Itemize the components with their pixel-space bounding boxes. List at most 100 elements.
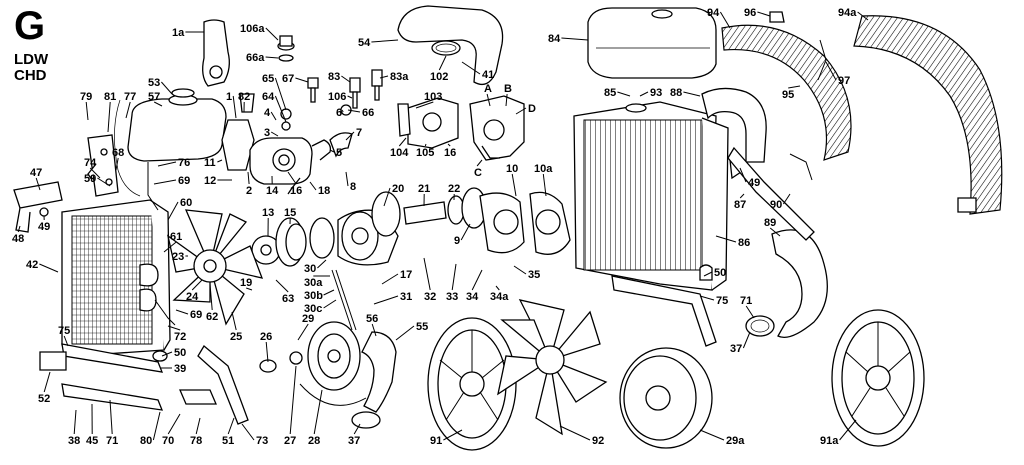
leader-74	[89, 167, 101, 179]
leader-4	[270, 111, 277, 121]
leader-79	[85, 101, 89, 121]
callout-32: 32	[424, 291, 436, 303]
leader-57	[153, 101, 163, 107]
leader-31	[373, 295, 399, 305]
callout-94a: 94a	[838, 7, 857, 19]
leader-83a	[379, 75, 389, 79]
callout-71b: 71	[106, 435, 118, 447]
callout-11: 11	[204, 157, 216, 169]
callout-37b: 37	[348, 435, 360, 447]
leader-77	[125, 101, 131, 119]
leader-63	[275, 279, 289, 293]
leader-A	[486, 93, 491, 107]
callout-66: 66	[362, 107, 374, 119]
callout-10: 10	[506, 163, 518, 175]
leader-D	[515, 107, 527, 115]
leader-60	[167, 201, 179, 221]
callout-37a: 37	[730, 343, 742, 355]
callout-69a: 69	[178, 175, 190, 187]
callout-86: 86	[738, 237, 750, 249]
leader-8	[345, 171, 349, 187]
leader-94	[719, 11, 731, 29]
leader-51	[227, 417, 235, 435]
leader-49b	[739, 167, 747, 183]
leader-30b	[323, 289, 335, 296]
callout-22: 22	[448, 183, 460, 195]
leader-66a	[265, 56, 279, 59]
callout-59: 59	[84, 173, 96, 185]
callout-1: 1	[226, 91, 232, 103]
callout-18: 18	[318, 185, 330, 197]
callout-68: 68	[112, 147, 124, 159]
callout-84: 84	[548, 33, 561, 45]
callout-42: 42	[26, 259, 38, 271]
callout-91: 91	[430, 435, 442, 447]
leader-47	[35, 177, 41, 191]
callout-85: 85	[604, 87, 616, 99]
callout-49a: 49	[38, 221, 50, 233]
leader-C	[476, 159, 483, 167]
leader-19	[246, 287, 253, 291]
callout-94: 94	[707, 7, 720, 19]
leader-3	[270, 131, 279, 137]
leader-68	[115, 157, 119, 171]
leader-106a	[265, 27, 279, 41]
model-label-2: CHD	[14, 67, 47, 84]
fan-92	[497, 299, 608, 436]
callout-64: 64	[262, 91, 275, 103]
expansion-tank	[114, 88, 227, 211]
leader-26	[265, 341, 269, 363]
callout-30b: 30b	[304, 290, 323, 302]
leader-64	[274, 95, 287, 123]
leader-97	[825, 61, 837, 81]
callout-50a: 50	[714, 267, 726, 279]
callout-30: 30	[304, 263, 316, 275]
leader-33	[451, 263, 457, 291]
callout-8: 8	[350, 181, 356, 193]
leader-52	[43, 371, 51, 393]
callout-87: 87	[734, 199, 746, 211]
fan-91a	[831, 309, 925, 447]
callout-29a: 29a	[726, 435, 745, 447]
callout-89: 89	[764, 217, 776, 229]
leader-73	[241, 423, 255, 441]
leader-91	[443, 429, 463, 441]
fan-shrouds	[721, 11, 1003, 215]
callout-34: 34	[466, 291, 479, 303]
callout-54: 54	[358, 37, 371, 49]
right-bracket	[611, 264, 775, 347]
callout-39: 39	[174, 363, 186, 375]
leader-94a	[857, 11, 869, 21]
callout-2: 2	[246, 185, 252, 197]
callout-27: 27	[284, 435, 296, 447]
callout-C: C	[474, 167, 482, 179]
callout-20: 20	[392, 183, 404, 195]
callout-104: 104	[390, 147, 409, 159]
callout-72: 72	[174, 331, 186, 343]
leader-6	[341, 109, 344, 113]
leader-24	[191, 279, 203, 291]
callout-3: 3	[264, 127, 270, 139]
callout-66a: 66a	[246, 52, 265, 64]
callout-78: 78	[190, 435, 202, 447]
leader-87	[739, 193, 745, 199]
crank-pulley	[299, 269, 397, 429]
leader-29a	[699, 429, 725, 441]
upper-hose	[397, 5, 504, 86]
leader-30c	[323, 299, 337, 309]
leader-50a	[703, 271, 713, 277]
leader-65	[274, 77, 287, 111]
leader-85	[617, 91, 631, 97]
outlet-group	[397, 95, 525, 161]
leader-92	[559, 425, 591, 441]
callout-38: 38	[68, 435, 80, 447]
leader-16a	[287, 171, 297, 185]
leader-27	[289, 365, 297, 435]
left-radiator	[61, 199, 176, 357]
callout-88: 88	[670, 87, 682, 99]
callout-A: A	[484, 83, 492, 95]
callout-60: 60	[180, 197, 192, 209]
leader-16b	[447, 143, 451, 147]
leader-1	[232, 95, 237, 119]
callout-13: 13	[262, 207, 274, 219]
